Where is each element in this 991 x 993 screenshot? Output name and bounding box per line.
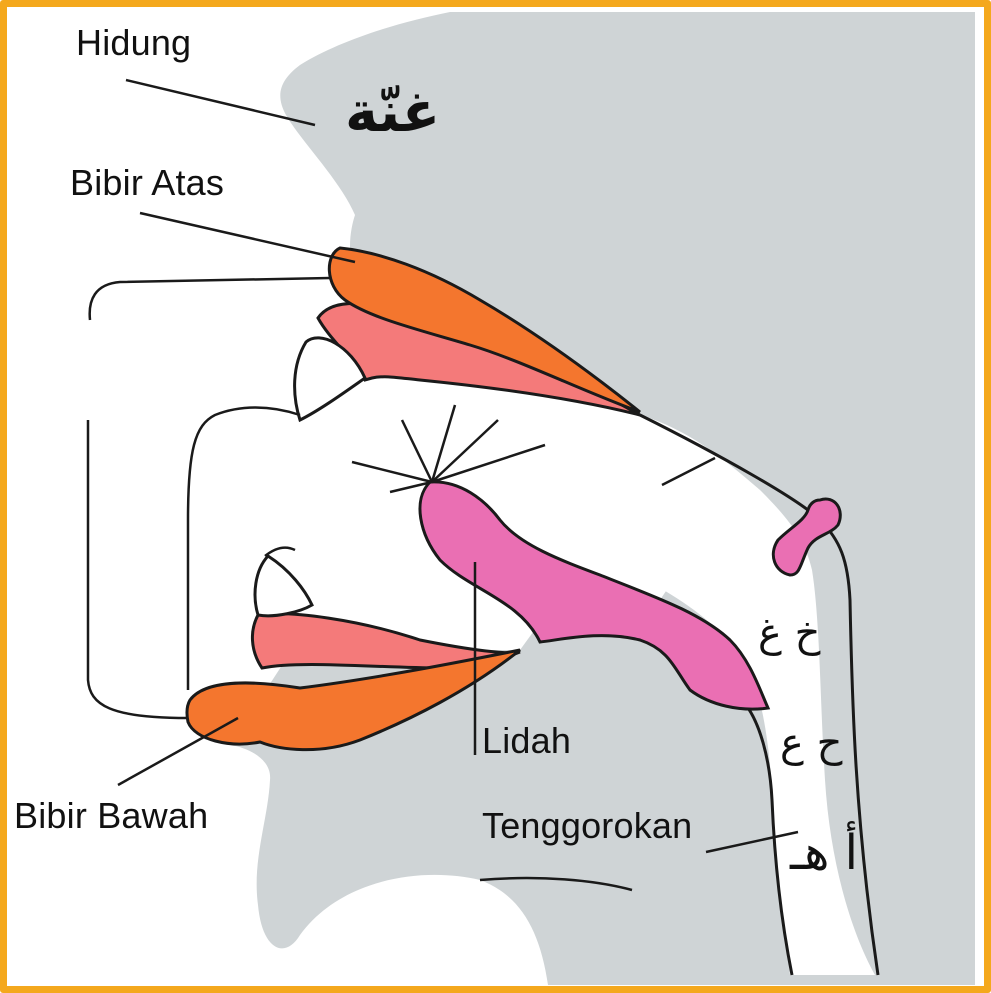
uvula: [771, 497, 842, 577]
tongue: [418, 480, 771, 711]
throat-back-wall: [639, 413, 880, 976]
label-upper-lip: Bibir Atas: [70, 162, 225, 203]
label-throat: Tenggorokan: [482, 805, 693, 846]
upper-lip: [327, 246, 641, 414]
throat-front-wall: [740, 698, 794, 976]
lower-lip-leader: [117, 716, 239, 787]
upper-lip-leader: [139, 211, 356, 264]
nose-leader: [125, 78, 316, 127]
label-lower-lip: Bibir Bawah: [14, 795, 209, 836]
articulation-rays: [351, 404, 546, 494]
leader-lines: [117, 78, 799, 854]
palate-tick: [661, 456, 716, 487]
throat-leader: [705, 830, 799, 854]
upper-tooth: [293, 336, 367, 423]
face-contours: [86, 276, 633, 892]
arabic-ghunnah: غنّة: [345, 80, 441, 145]
arabic-throat-top-letters: خ غ: [758, 610, 821, 656]
arabic-throat-middle-letters: ح ع: [780, 720, 843, 766]
arabic-throat-deep-letters: أ هـ: [790, 825, 858, 881]
lower-tooth: [253, 554, 314, 618]
oral-cavity: [204, 305, 876, 975]
label-nose: Hidung: [76, 22, 192, 63]
label-tongue: Lidah: [482, 720, 572, 761]
lower-lip: [185, 648, 521, 752]
